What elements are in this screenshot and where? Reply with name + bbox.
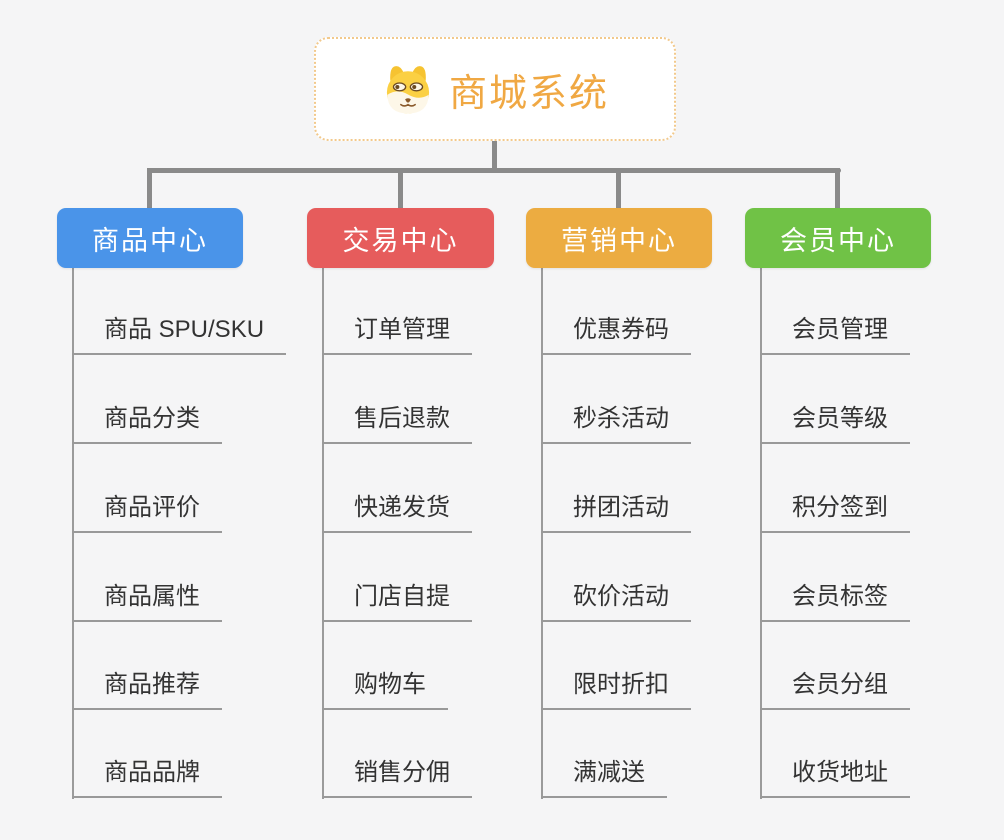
leaf-node[interactable]: 积分签到 [760, 491, 910, 533]
branch-node-trade[interactable]: 交易中心 [307, 208, 494, 268]
branch-spine-marketing [541, 268, 543, 799]
leaf-node[interactable]: 优惠券码 [541, 313, 691, 355]
leaf-node[interactable]: 快递发货 [322, 491, 472, 533]
leaf-node[interactable]: 会员管理 [760, 313, 910, 355]
connector-trunk [148, 168, 841, 173]
leaf-node[interactable]: 商品推荐 [72, 668, 222, 710]
leaf-node[interactable]: 商品 SPU/SKU [72, 313, 287, 355]
leaf-node[interactable]: 拼团活动 [541, 491, 691, 533]
leaf-node[interactable]: 会员等级 [760, 402, 910, 444]
doge-face-icon [386, 66, 430, 114]
connector-drop-members [835, 168, 840, 209]
root-node[interactable]: 商城系统 [314, 37, 676, 141]
branch-spine-products [72, 268, 74, 799]
branch-node-members[interactable]: 会员中心 [745, 208, 931, 268]
leaf-node[interactable]: 会员分组 [760, 668, 910, 710]
leaf-node[interactable]: 购物车 [322, 668, 448, 710]
connector-drop-products [147, 168, 152, 209]
leaf-node[interactable]: 商品分类 [72, 402, 222, 444]
leaf-node[interactable]: 商品属性 [72, 580, 222, 622]
leaf-node[interactable]: 订单管理 [322, 313, 472, 355]
leaf-node[interactable]: 销售分佣 [322, 756, 472, 798]
leaf-node[interactable]: 满减送 [541, 756, 667, 798]
leaf-node[interactable]: 门店自提 [322, 580, 472, 622]
root-title: 商城系统 [448, 72, 609, 115]
branch-spine-members [760, 268, 762, 799]
leaf-node[interactable]: 砍价活动 [541, 580, 691, 622]
leaf-node[interactable]: 商品品牌 [72, 756, 222, 798]
connector-drop-marketing [616, 168, 621, 209]
leaf-node[interactable]: 限时折扣 [541, 668, 691, 710]
leaf-node[interactable]: 售后退款 [322, 402, 472, 444]
branch-node-products[interactable]: 商品中心 [57, 208, 243, 268]
leaf-node[interactable]: 商品评价 [72, 491, 222, 533]
connector-root-drop [492, 141, 497, 170]
branch-spine-trade [322, 268, 324, 799]
connector-drop-trade [398, 168, 403, 209]
leaf-node[interactable]: 秒杀活动 [541, 402, 691, 444]
leaf-node[interactable]: 会员标签 [760, 580, 910, 622]
branch-node-marketing[interactable]: 营销中心 [526, 208, 712, 268]
leaf-node[interactable]: 收货地址 [760, 756, 910, 798]
